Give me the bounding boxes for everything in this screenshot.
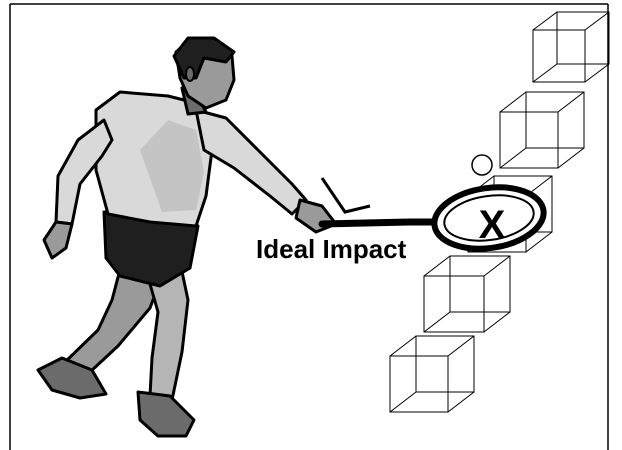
wireframe-cube-icon — [390, 336, 474, 412]
wireframe-cube-icon — [500, 92, 584, 168]
tennis-ball-icon — [472, 155, 492, 175]
wireframe-cube-icon — [533, 12, 609, 82]
wireframe-cube-icon — [424, 256, 510, 332]
swing-motion-mark — [322, 178, 370, 212]
impact-marker: X — [479, 203, 506, 247]
impact-label: Ideal Impact — [256, 234, 407, 264]
